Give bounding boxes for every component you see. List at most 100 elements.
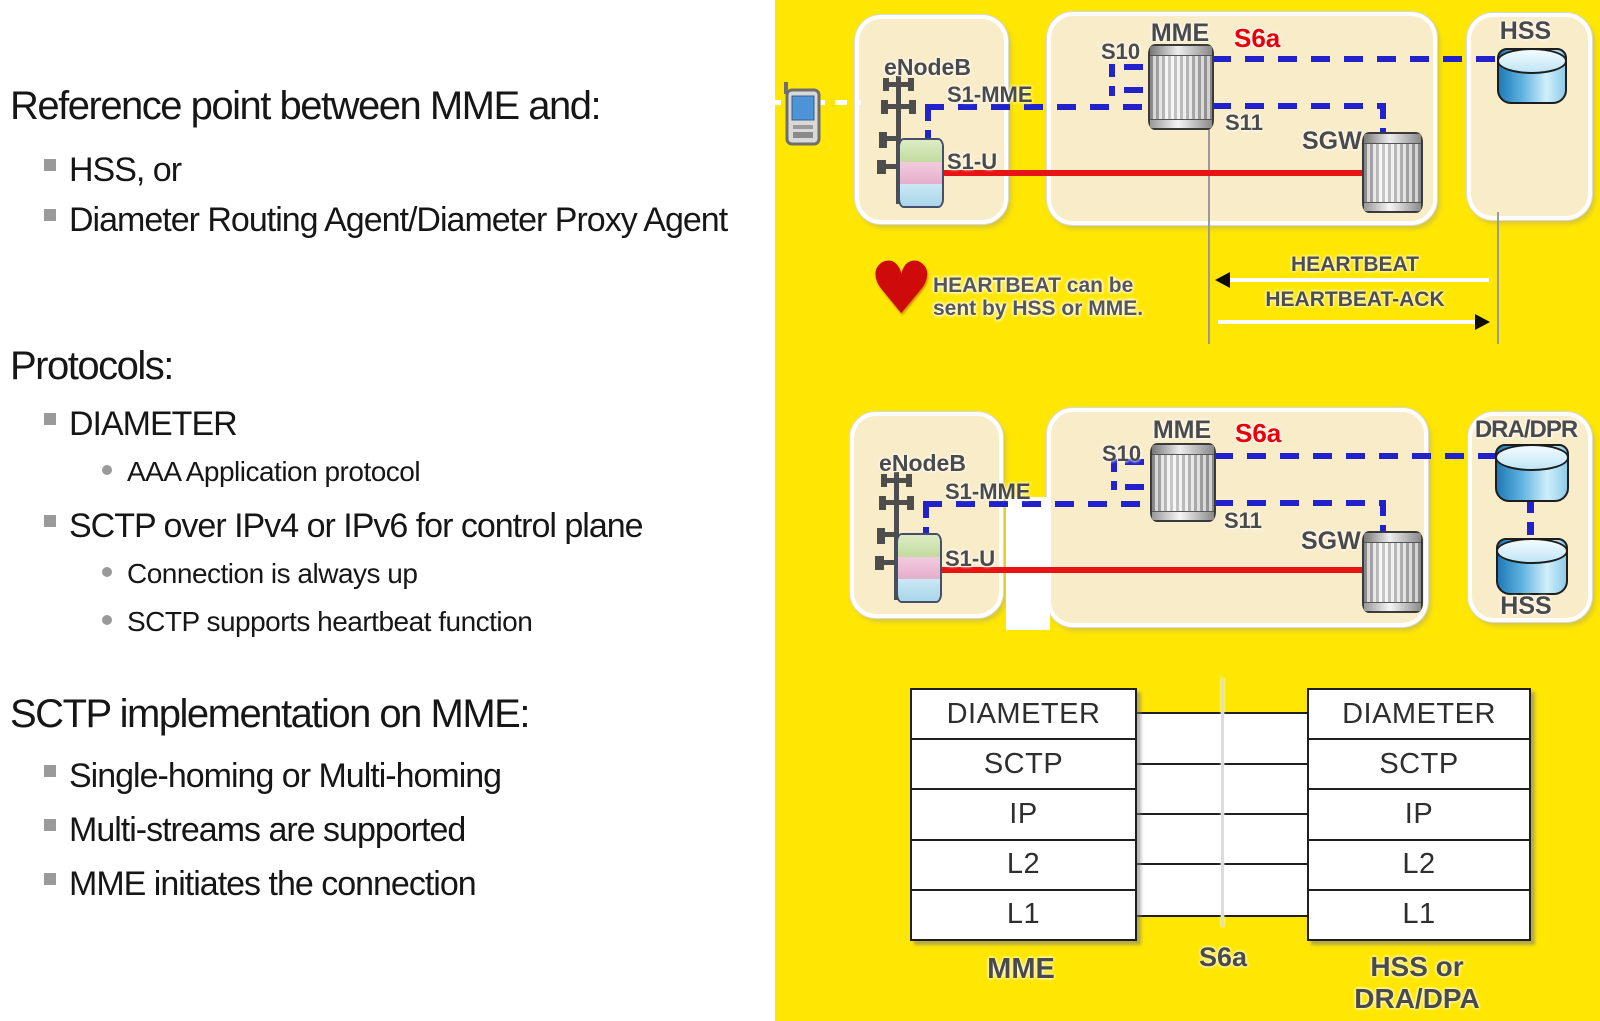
sgw-node-icon [1362, 531, 1423, 613]
list-item-text: Single-homing or Multi-homing [69, 757, 502, 795]
section-title-reference-point: Reference point between MME and: [10, 84, 602, 128]
layer-diameter: DIAMETER [1342, 697, 1496, 730]
hss-protocol-stack: DIAMETER SCTP IP L2 L1 [1307, 688, 1531, 941]
mme-lifeline [1208, 126, 1210, 344]
s1-mme-label: S1-MME [947, 82, 1033, 107]
stack-hss-dra-label: HSS or DRA/DPA [1313, 951, 1521, 1015]
list-item-text: MME initiates the connection [69, 865, 477, 903]
s6a-interface-line [1221, 678, 1224, 927]
mme-protocol-stack: DIAMETER SCTP IP L2 L1 [910, 688, 1137, 941]
layer-l2: L2 [912, 838, 1135, 889]
layer-sctp: SCTP [912, 738, 1135, 788]
s1-u-line [937, 170, 1364, 176]
hss-database-icon [1497, 48, 1567, 104]
s10-loop-side [1109, 64, 1115, 96]
mme-node-icon [1148, 44, 1214, 130]
stack-hss-dra-line2: DRA/DPA [1354, 983, 1480, 1014]
bullet-square-icon [44, 819, 56, 831]
s6a-label: S6a [1235, 418, 1282, 448]
layer-diameter: DIAMETER [946, 697, 1101, 730]
bullet-square-icon [44, 515, 56, 527]
list-item-text: AAA Application protocol [127, 456, 421, 487]
s1-u-label: S1-U [947, 149, 998, 174]
list-item-text: DIAMETER [69, 405, 238, 443]
list-item-text: SCTP over IPv4 or IPv6 for control plane [69, 507, 644, 545]
heartbeat-note: HEARTBEAT can be sent by HSS or MME. [933, 274, 1143, 320]
ue-phone-icon [784, 82, 821, 146]
layer-sctp: SCTP [1309, 738, 1529, 788]
bullet-dot-icon [102, 567, 112, 577]
heartbeat-arrow-line [1227, 278, 1489, 282]
s11-line-drop [1380, 106, 1386, 134]
s10-loop-bottom [1125, 484, 1149, 490]
list-item: DIAMETER [44, 400, 238, 448]
list-item-text: Multi-streams are supported [69, 811, 466, 849]
hss-label: HSS [1500, 592, 1552, 620]
text-panel: Reference point between MME and: HSS, or… [0, 0, 775, 1021]
stack-hss-dra-line1: HSS or [1370, 951, 1464, 982]
s11-label: S11 [1225, 110, 1263, 135]
bullet-dot-icon [102, 465, 112, 475]
diagram-panel: eNodeB S1-MME S1-U [769, 0, 1600, 1021]
list-item: Connection is always up [102, 556, 418, 592]
heartbeat-ack-arrow-label: HEARTBEAT-ACK [1265, 288, 1445, 311]
dra-dpr-label: DRA/DPR [1474, 416, 1578, 443]
s10-loop-bottom [1124, 87, 1148, 93]
s1-u-label: S1-U [945, 546, 996, 571]
stack-mme-label: MME [987, 953, 1055, 985]
s1-mme-label: S1-MME [945, 479, 1031, 504]
stack-connector-band [1132, 712, 1308, 917]
s6a-line [1212, 56, 1498, 62]
enodeb-label: eNodeB [879, 450, 966, 476]
hss-database-icon [1496, 538, 1568, 595]
heartbeat-arrowhead-icon [1215, 272, 1230, 288]
list-item: Multi-streams are supported [44, 806, 466, 854]
enodeb-node-icon [896, 533, 942, 603]
bullet-square-icon [44, 209, 56, 221]
list-item-text: Connection is always up [127, 558, 418, 589]
dra-hss-link [1527, 500, 1534, 538]
s11-line [1214, 500, 1386, 506]
bullet-dot-icon [102, 615, 112, 625]
sgw-node-icon [1362, 132, 1423, 213]
sgw-label: SGW [1301, 527, 1361, 555]
layer-l2: L2 [1309, 838, 1529, 889]
bullet-square-icon [44, 765, 56, 777]
s1-mme-line-vertical [925, 108, 931, 140]
bullet-square-icon [44, 413, 56, 425]
hss-label: HSS [1499, 17, 1552, 45]
mme-label: MME [1152, 416, 1212, 444]
layer-l1: L1 [912, 888, 1135, 939]
s11-line-drop [1380, 503, 1386, 531]
list-item: SCTP over IPv4 or IPv6 for control plane [44, 502, 644, 550]
s1-mme-line [923, 501, 1150, 507]
s6a-line [1214, 453, 1496, 459]
s11-line [1212, 103, 1386, 109]
heartbeat-note-line1: HEARTBEAT can be [933, 274, 1134, 297]
bullet-square-icon [44, 873, 56, 885]
list-item: MME initiates the connection [44, 860, 477, 908]
s1-mme-line-vertical [923, 505, 929, 536]
heartbeat-arrow-label: HEARTBEAT [1291, 253, 1419, 276]
list-item: Single-homing or Multi-homing [44, 752, 502, 800]
antenna-icon [877, 76, 916, 204]
s10-label: S10 [1102, 441, 1142, 466]
stack-s6a-label: S6a [1198, 942, 1248, 972]
section-title-sctp-implementation: SCTP implementation on MME: [10, 692, 530, 736]
section-title-protocols: Protocols: [10, 344, 174, 388]
layer-l1: L1 [1309, 888, 1529, 939]
white-strip [1006, 497, 1050, 630]
dra-database-icon [1495, 444, 1569, 502]
s10-label: S10 [1101, 39, 1141, 64]
list-item: Diameter Routing Agent/Diameter Proxy Ag… [44, 196, 728, 244]
list-item-text: Diameter Routing Agent/Diameter Proxy Ag… [69, 201, 728, 239]
s1-u-line [935, 567, 1364, 573]
hss-lifeline [1497, 212, 1499, 344]
heart-icon: ♥ [869, 246, 934, 330]
enodeb-node-icon [898, 138, 944, 208]
heartbeat-ack-arrowhead-icon [1475, 314, 1490, 330]
s10-loop-top [1124, 64, 1148, 70]
s10-loop-top [1125, 459, 1149, 465]
s10-loop-side [1111, 459, 1117, 490]
